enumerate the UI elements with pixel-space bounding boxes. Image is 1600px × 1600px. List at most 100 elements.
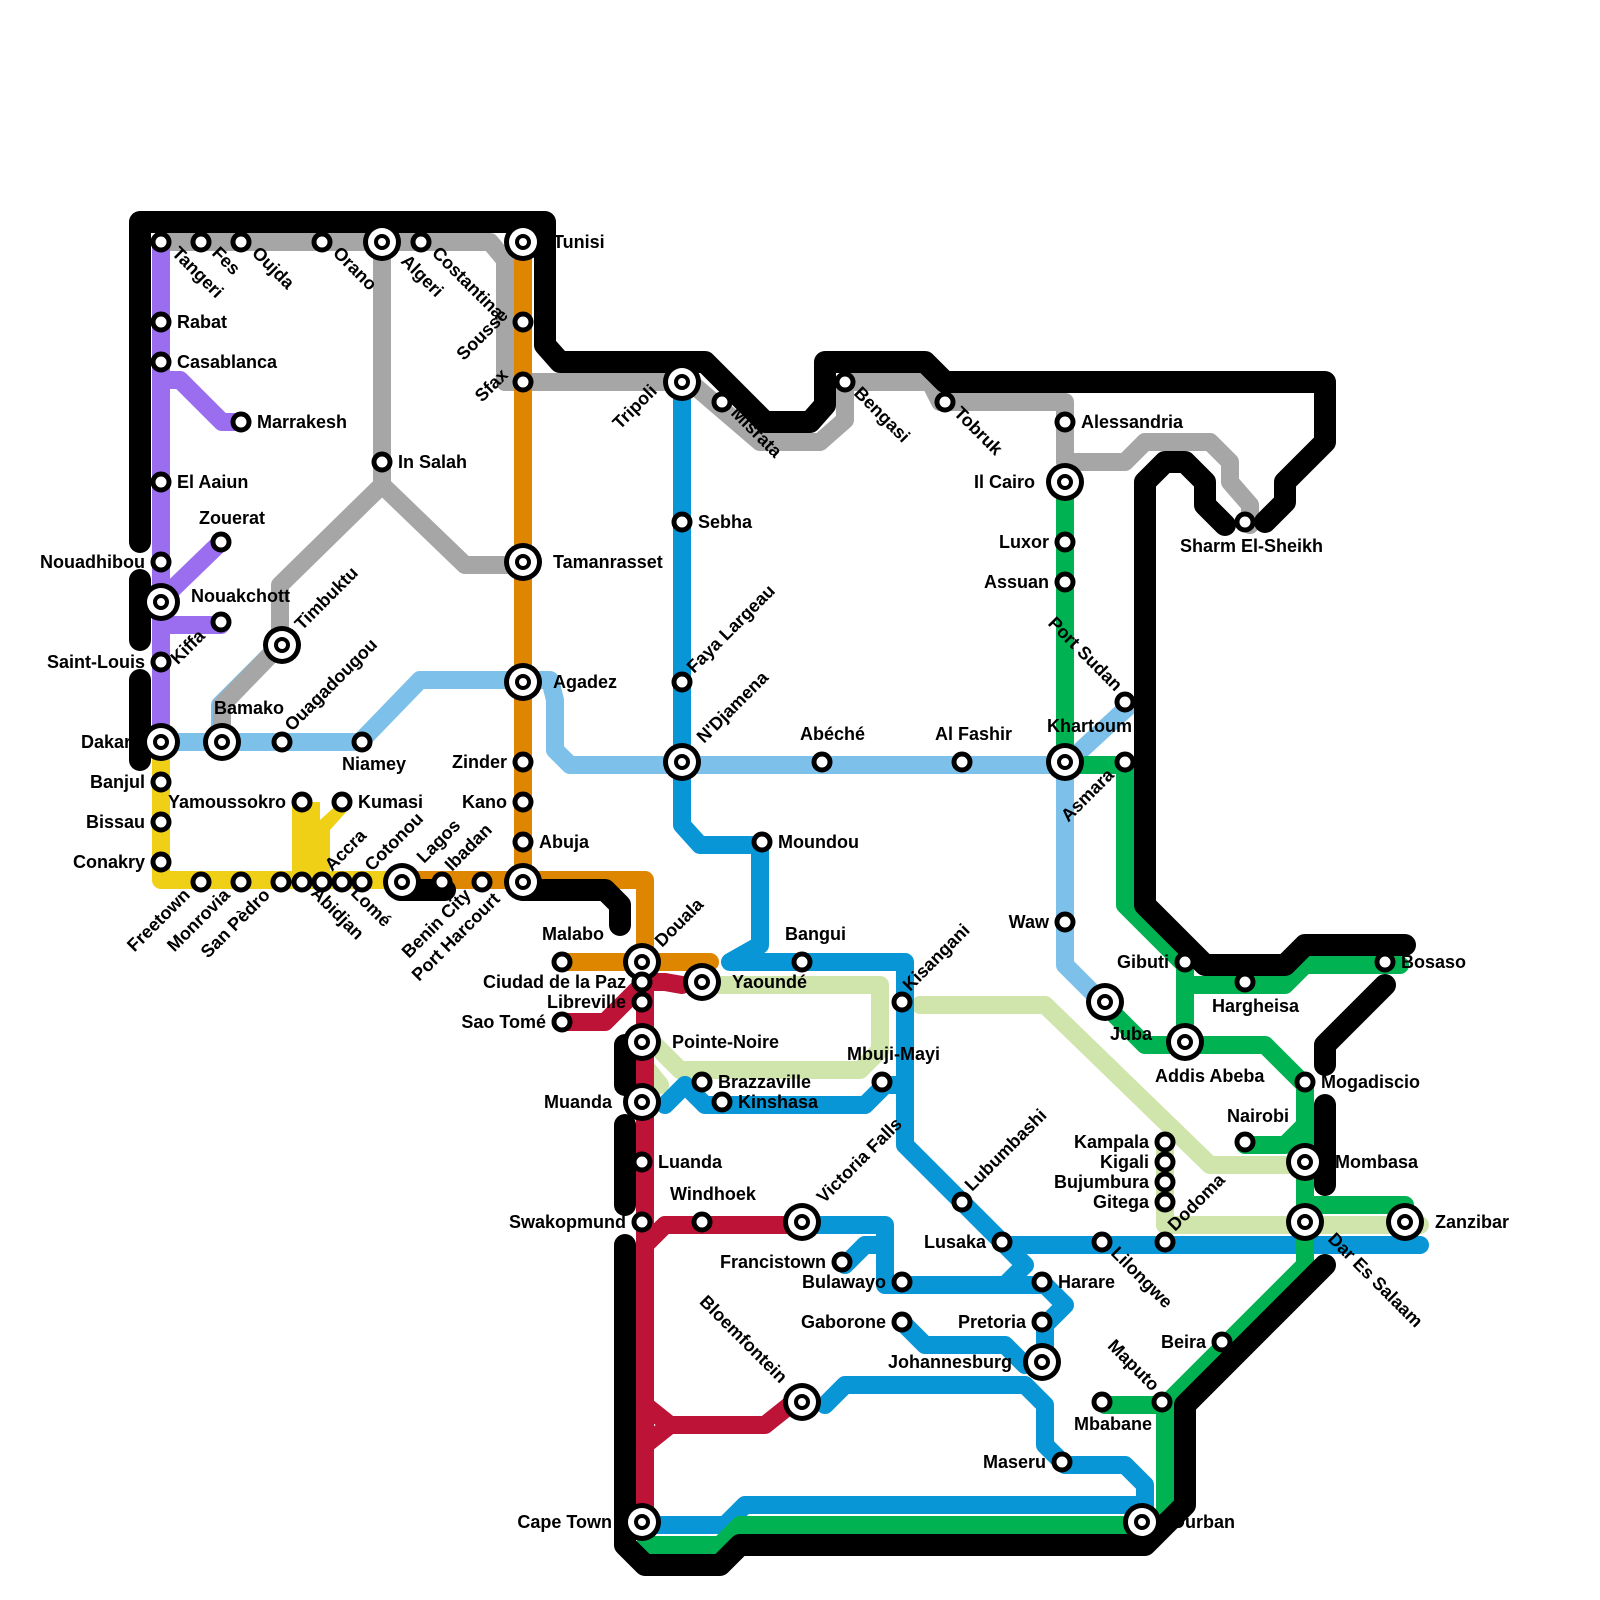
station-marker [150,811,172,833]
station-marker [691,1211,713,1233]
station-francistown: Francistown [720,1251,853,1273]
station-label: Conakry [73,852,145,872]
interchange-center [218,738,226,746]
station-marker [791,951,813,973]
station-label: Abéché [800,724,865,744]
station-label: Kano [462,792,507,812]
interchange-center [519,878,527,886]
station-marker [150,651,172,673]
interchange-center [1301,1158,1309,1166]
station-abuja: Abuja [512,831,590,853]
station-label: Waw [1009,912,1050,932]
station-marker [1054,571,1076,593]
station-label: Mbuji-Mayi [847,1044,940,1064]
station-marker [512,751,534,773]
interchange-center [638,1098,646,1106]
station-marker [271,731,293,753]
station-label: Durban [1172,1512,1235,1532]
station-marker [551,951,573,973]
station-brazzaville: Brazzaville [691,1071,811,1093]
station-label: Muanda [544,1092,613,1112]
station-marker [891,1271,913,1293]
station-marker [311,231,333,253]
station-moundou: Moundou [751,831,859,853]
station-assuan: Assuan [984,571,1076,593]
station-label: Libreville [547,992,626,1012]
station-mombasa: Mombasa [1286,1143,1419,1181]
station-label: Khartoum [1047,716,1132,736]
station-sebha: Sebha [671,511,753,533]
station-kigali: Kigali [1100,1151,1176,1173]
station-label: Mogadiscio [1321,1072,1420,1092]
station-label: Pretoria [958,1312,1027,1332]
station-label: Yaoundé [732,972,807,992]
route-green-cape [636,1516,1154,1554]
station-dakar: Dakar [81,723,180,761]
station-marker [871,1071,893,1093]
station-agadez: Agadez [504,663,617,701]
interchange-center [157,598,165,606]
station-marker [1154,1131,1176,1153]
station-label: Cape Town [517,1512,612,1532]
station-luxor: Luxor [999,531,1076,553]
station-bosaso: Bosaso [1374,951,1466,973]
station-bangui: Bangui [785,924,846,973]
station-al-fashir: Al Fashir [935,724,1012,773]
station-gitega: Gitega [1093,1191,1176,1213]
route-blue-cape [636,1496,1154,1534]
station-in-salah: In Salah [371,451,467,473]
interchange-center [1301,1218,1309,1226]
station-windhoek: Windhoek [670,1184,757,1233]
route-black-somalia [1314,974,1396,1076]
station-marker [230,411,252,433]
station-tamanrasset: Tamanrasset [504,543,663,581]
station-marker [671,511,693,533]
route-black-sudan [1134,451,1416,976]
station-marker [1234,971,1256,993]
route-gray [151,233,1259,534]
station-marker [1174,951,1196,973]
station-pretoria: Pretoria [958,1311,1053,1333]
station-label: Maputo [1104,1335,1163,1394]
station-label: Il Cairo [974,472,1035,492]
station-marker [150,231,172,253]
station-marker [811,751,833,773]
station-label: Bulawayo [802,1272,886,1292]
station-zinder: Zinder [452,751,534,773]
station-marker [631,1151,653,1173]
station-marker [671,671,693,693]
station-mbuji-mayi: Mbuji-Mayi [847,1044,940,1093]
station-label: N'Djamena [693,667,773,747]
station-nouakchott: Nouakchott [142,583,290,621]
route-crimson-cape [636,1396,679,1434]
route-light-blue [151,671,1074,774]
interchange-center [1061,478,1069,486]
station-label: Sao Tomé [461,1012,546,1032]
station-label: Lusaka [924,1232,987,1252]
station-marker [834,371,856,393]
station-marker [1054,411,1076,433]
station-marker [951,1191,973,1213]
interchange-center [798,1398,806,1406]
station-juba: Juba [1086,983,1153,1044]
station-marker [1031,1311,1053,1333]
station-marker [512,791,534,813]
station-label: Luxor [999,532,1049,552]
station-marker [991,1231,1013,1253]
station-marker [351,871,373,893]
station-marker [631,971,653,993]
station-label: Ciudad de la Paz [483,972,626,992]
station-marker [1374,951,1396,973]
station-lusaka: Lusaka [924,1231,1013,1253]
station-label: Harare [1058,1272,1115,1292]
interchange-center [378,238,386,246]
station-label: Kinshasa [738,1092,819,1112]
station-mbabane: Mbabane [1074,1391,1152,1434]
station-label: Tobruk [950,403,1007,460]
station-label: Agadez [553,672,617,692]
station-marker [230,231,252,253]
station-bujumbura: Bujumbura [1054,1171,1176,1193]
station-label: Bujumbura [1054,1172,1150,1192]
station-label: Kampala [1074,1132,1150,1152]
